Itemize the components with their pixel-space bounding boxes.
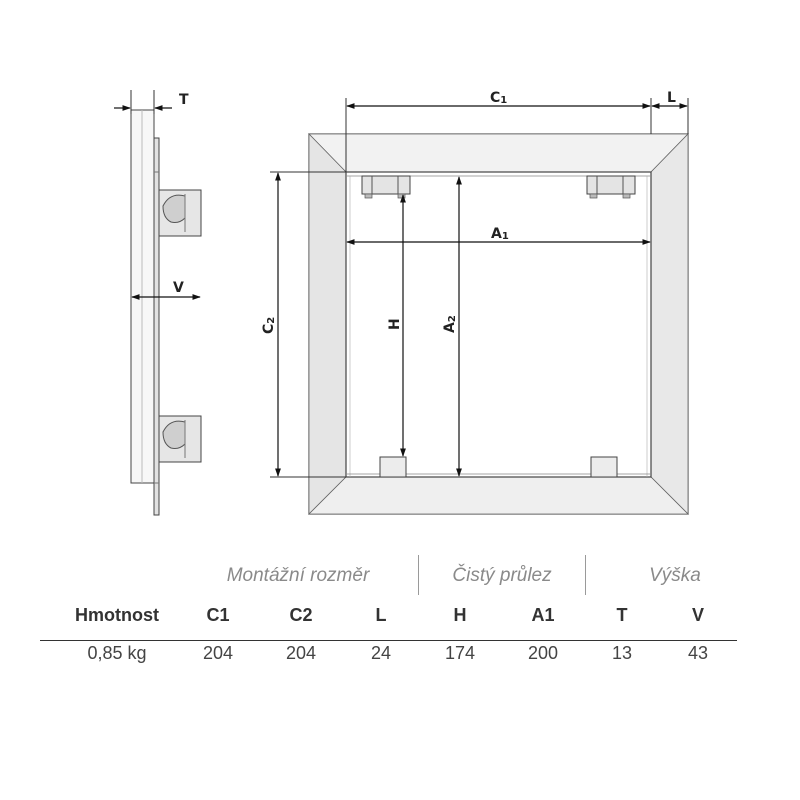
table-row: 0,85 kg 204 204 24 174 200 13 43	[40, 633, 740, 667]
side-view: T V	[114, 90, 202, 516]
cell-v: 43	[687, 643, 709, 663]
dim-label-h: H	[387, 318, 403, 330]
spec-table-groups: Montážní rozměr Čistý průlez Výška	[40, 555, 740, 599]
dim-label-l: L	[667, 90, 676, 106]
latch-bottom-right	[590, 456, 618, 478]
cell-c1: 204	[202, 643, 234, 663]
cell-a1: 200	[527, 643, 559, 663]
dim-label-c2: C2	[261, 317, 277, 334]
header-rule	[40, 640, 737, 641]
cell-c2: 204	[285, 643, 317, 663]
frame-left-bevel	[308, 133, 347, 515]
cell-weight: 0,85 kg	[87, 643, 147, 663]
group-mount: Montážní rozměr	[226, 565, 370, 586]
side-hinge-bottom	[158, 415, 202, 463]
front-view: C1 L A1 C2 H A2	[261, 90, 689, 515]
spec-table: Montážní rozměr Čistý průlez Výška Hmotn…	[40, 555, 740, 667]
group-height: Výška	[649, 565, 701, 586]
frame-top-bevel	[308, 133, 689, 173]
header-c2: C2	[289, 605, 313, 625]
spec-table-header: Hmotnost C1 C2 L H A1 T V	[40, 599, 740, 633]
technical-drawing: T V	[114, 90, 689, 516]
side-hinge-top	[158, 189, 202, 237]
header-c1: C1	[206, 605, 230, 625]
group-separator	[585, 555, 586, 595]
group-clear: Čistý průlez	[452, 565, 552, 586]
dim-label-c1: C1	[490, 90, 507, 106]
header-t: T	[616, 605, 628, 625]
cell-l: 24	[370, 643, 392, 663]
hinge-top-right	[586, 175, 636, 199]
dim-label-a1: A1	[491, 226, 509, 242]
side-flange	[153, 137, 160, 516]
header-l: L	[375, 605, 387, 625]
dim-label-a2: A2	[442, 315, 458, 333]
frame-right-bevel	[650, 133, 689, 515]
dim-label-t: T	[179, 92, 189, 108]
frame-bottom-bevel	[308, 476, 689, 515]
dim-label-v: V	[173, 280, 184, 296]
header-v: V	[691, 605, 705, 625]
opening	[345, 171, 652, 478]
latch-bottom-left	[379, 456, 407, 478]
header-a1: A1	[531, 605, 555, 625]
cell-t: 13	[611, 643, 633, 663]
cell-h: 174	[444, 643, 476, 663]
header-weight: Hmotnost	[75, 605, 159, 625]
group-separator	[418, 555, 419, 595]
header-h: H	[453, 605, 467, 625]
